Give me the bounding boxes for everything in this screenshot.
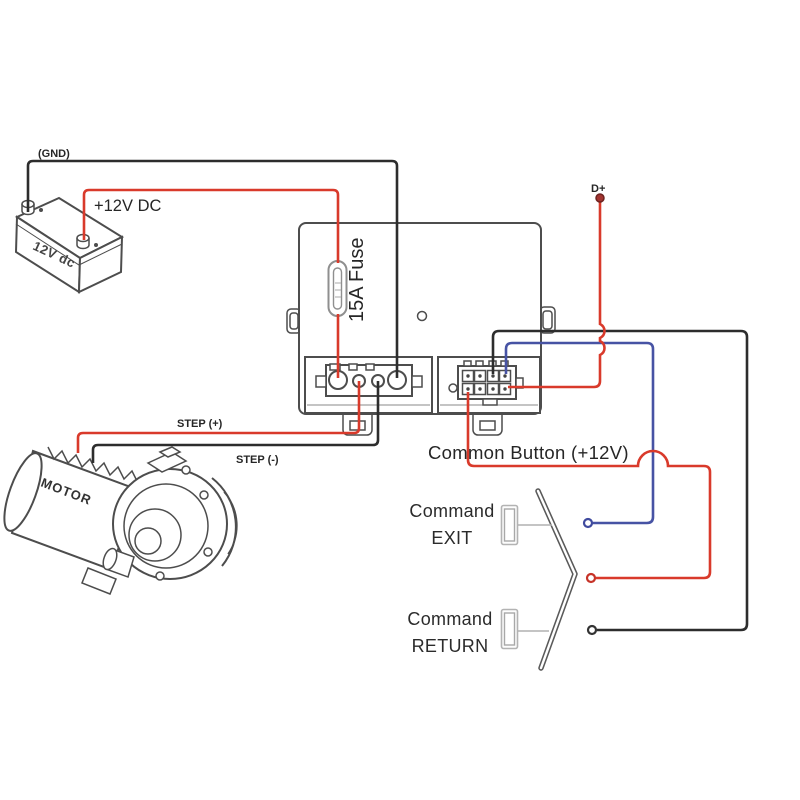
switch-arms	[535, 488, 578, 671]
command-pins	[461, 369, 512, 396]
module-hole	[416, 310, 428, 322]
return-terminal	[586, 624, 598, 636]
positive-label: +12V DC	[94, 197, 161, 215]
command-return-line1: Command	[407, 609, 492, 629]
wire-step-minus	[91, 381, 380, 463]
d-plus-terminal	[595, 193, 605, 203]
command-exit-line1: Command	[409, 501, 494, 521]
gnd-label: (GND)	[38, 148, 70, 160]
left-connector	[304, 356, 433, 414]
wire-step-plus	[76, 381, 361, 453]
battery-side-face	[77, 235, 124, 294]
right-connector	[437, 356, 541, 414]
command-switches	[500, 488, 598, 671]
battery-positive-terminal	[76, 233, 98, 250]
wire-common	[466, 392, 712, 580]
exit-terminal	[582, 517, 594, 529]
wire-gnd	[26, 159, 399, 378]
control-module: 15A Fuse	[286, 222, 556, 436]
wire-return	[491, 329, 749, 632]
d-plus-label: D+	[591, 183, 605, 195]
wire-d-plus	[508, 202, 606, 389]
fuse	[327, 260, 348, 317]
step-minus-label: STEP (-)	[236, 454, 279, 466]
fuse-label: 15A Fuse	[346, 237, 368, 322]
command-exit-line2: EXIT	[431, 528, 472, 548]
wire-positive-top	[82, 188, 340, 263]
motor-brush-plate	[47, 446, 139, 484]
wire-exit	[504, 341, 655, 525]
gearbox-connector	[146, 451, 188, 473]
mounting-foot	[81, 567, 117, 595]
common-terminal	[585, 572, 597, 584]
step-plus-label: STEP (+)	[177, 418, 223, 430]
command-return-line2: RETURN	[412, 636, 489, 656]
motor: MOTOR	[3, 446, 238, 595]
common-button-label: Common Button (+12V)	[428, 442, 629, 463]
